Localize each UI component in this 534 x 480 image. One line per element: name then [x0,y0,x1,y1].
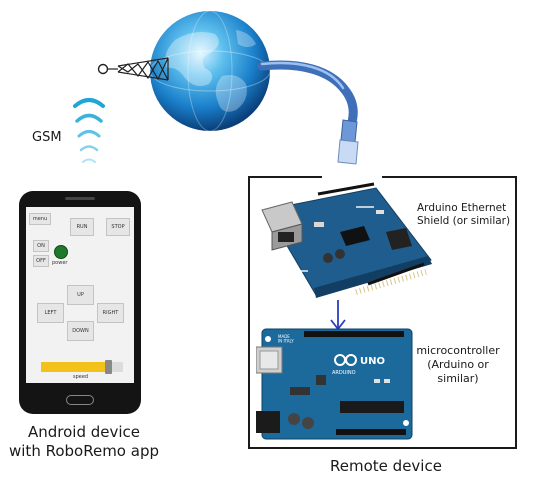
digital-header [304,331,404,337]
header-pins [317,182,425,286]
analog-header [336,429,406,435]
speed-slider[interactable] [41,360,123,374]
right-button[interactable]: RIGHT [97,303,124,323]
speed-slider-fill [41,362,108,372]
home-button[interactable] [66,395,94,405]
remote-caption: Remote device [330,457,442,475]
phone-speaker [65,197,95,200]
android-phone: menu RUN STOP ON OFF power UP LEFT RIGHT… [19,191,141,414]
ethernet-cable-icon [257,60,359,165]
wireless-waves-icon [73,98,105,163]
network-illustration [73,10,359,165]
menu-button[interactable]: menu [29,213,51,225]
off-button[interactable]: OFF [33,255,49,267]
mcu-label: microcontroller (Arduino or similar) [416,344,500,385]
shield-label: Arduino Ethernet Shield (or similar) [417,202,511,227]
stop-button[interactable]: STOP [106,218,130,236]
power-led [54,245,68,259]
remote-box-gap [322,173,382,179]
android-caption: Android device with RoboRemo app [9,423,159,460]
arduino-brand-text: ARDUINO [332,370,356,376]
on-button[interactable]: ON [33,240,49,252]
gsm-label: GSM [32,130,62,145]
globe-icon [149,10,271,132]
speed-slider-handle[interactable] [105,360,112,374]
run-button[interactable]: RUN [70,218,94,236]
phone-screen: menu RUN STOP ON OFF power UP LEFT RIGHT… [26,207,134,383]
power-jack-icon [256,411,280,433]
rj45-jack-icon [261,201,303,251]
antenna-tower-icon [97,57,169,81]
usb-connector-icon [256,346,283,374]
down-button[interactable]: DOWN [67,321,94,341]
up-button[interactable]: UP [67,285,94,305]
power-label: power [52,260,68,266]
uno-logo-text: UNO [360,356,385,367]
speed-label: speed [73,374,89,380]
remote-device-box [248,176,517,449]
ethernet-shield-board [261,182,432,298]
left-button[interactable]: LEFT [37,303,64,323]
arduino-infinity-logo [334,354,357,366]
